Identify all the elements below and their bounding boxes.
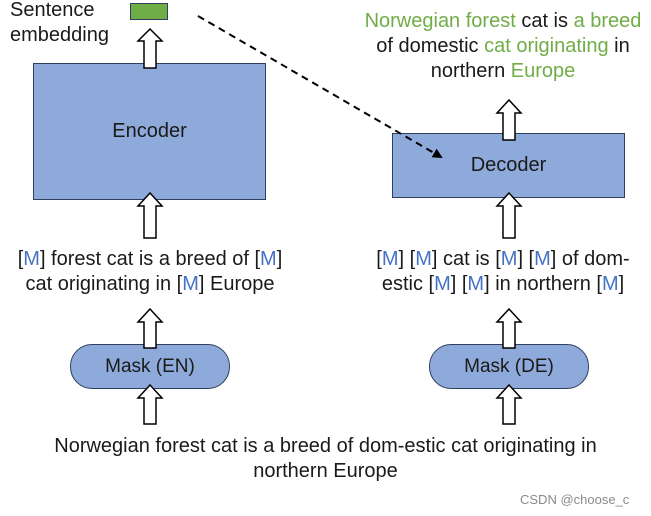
sentence-embedding-line1: Sentence bbox=[10, 0, 95, 21]
predicted-token: a breed bbox=[573, 10, 642, 32]
masked-de-line2: estic [M] [M] in northern [M] bbox=[355, 272, 651, 297]
mask-token: M bbox=[381, 248, 399, 270]
mask-token: M bbox=[23, 248, 40, 270]
text-segment: ] cat is [ bbox=[431, 248, 501, 270]
text-segment: ] [ bbox=[450, 273, 468, 295]
predicted-token: Norwegian forest bbox=[364, 10, 516, 32]
masked-en-sentence: [M] forest cat is a breed of [M] cat ori… bbox=[0, 247, 300, 297]
mask-token: M bbox=[534, 248, 551, 270]
mask-token: M bbox=[182, 273, 199, 295]
text-segment: ] forest cat is a breed of [ bbox=[39, 248, 261, 270]
masked-en-line1: [M] forest cat is a breed of [M] bbox=[0, 247, 300, 272]
mask-token: M bbox=[260, 248, 277, 270]
text-segment: of domestic bbox=[376, 35, 485, 57]
predicted-token: Europe bbox=[510, 60, 576, 82]
arrow-up-icon bbox=[136, 191, 164, 239]
decoder-block: Decoder bbox=[392, 133, 625, 198]
arrow-up-icon bbox=[495, 191, 523, 239]
arrow-up-icon bbox=[495, 307, 523, 349]
arrow-up-icon bbox=[136, 307, 164, 349]
input-sentence-line1: Norwegian forest cat is a breed of dom-e… bbox=[54, 435, 597, 457]
arrow-up-icon bbox=[136, 383, 164, 425]
text-segment: ] [ bbox=[517, 248, 535, 270]
text-segment: cat is bbox=[515, 10, 574, 32]
masked-de-sentence: [M] [M] cat is [M] [M] of dom- estic [M]… bbox=[355, 247, 651, 297]
sentence-embedding-line2: embedding bbox=[10, 24, 109, 46]
mask-de-label: Mask (DE) bbox=[464, 355, 554, 377]
text-segment: ] bbox=[276, 248, 283, 270]
watermark: CSDN @choose_c bbox=[520, 492, 630, 507]
text-segment: ] Europe bbox=[198, 273, 275, 295]
decoded-sentence-line2: of domestic cat originating in bbox=[355, 34, 651, 59]
decoded-sentence-line3: northern Europe bbox=[355, 59, 651, 84]
decoded-sentence-line1: Norwegian forest cat is a breed bbox=[355, 9, 651, 34]
sentence-embedding-vector bbox=[130, 3, 168, 20]
text-segment: ] of dom- bbox=[550, 248, 630, 270]
predicted-token: cat originating bbox=[484, 35, 609, 57]
masked-de-line1: [M] [M] cat is [M] [M] of dom- bbox=[355, 247, 651, 272]
mask-en-label: Mask (EN) bbox=[105, 355, 195, 377]
mask-token: M bbox=[467, 273, 485, 295]
decoded-sentence: Norwegian forest cat is a breed of domes… bbox=[355, 9, 651, 84]
mask-token: M bbox=[601, 273, 619, 295]
text-segment: estic [ bbox=[381, 273, 435, 295]
sentence-embedding-label: Sentence embedding bbox=[10, 0, 109, 48]
text-segment: ] bbox=[618, 273, 625, 295]
text-segment: in bbox=[608, 35, 630, 57]
decoder-label: Decoder bbox=[470, 154, 547, 176]
text-segment: ] in northern [ bbox=[484, 273, 602, 295]
input-sentence: Norwegian forest cat is a breed of dom-e… bbox=[0, 434, 651, 484]
mask-de-block: Mask (DE) bbox=[429, 344, 589, 389]
text-segment: northern bbox=[430, 60, 511, 82]
arrow-up-icon bbox=[495, 383, 523, 425]
text-segment: ] [ bbox=[398, 248, 416, 270]
mask-token: M bbox=[500, 248, 518, 270]
arrow-up-icon bbox=[136, 27, 164, 69]
encoder-label: Encoder bbox=[112, 120, 187, 142]
text-segment: [ bbox=[17, 248, 24, 270]
mask-token: M bbox=[415, 248, 432, 270]
embedding-to-decoder-dashed-arrow bbox=[197, 15, 443, 159]
arrow-up-icon bbox=[495, 98, 523, 141]
mask-token: M bbox=[434, 273, 451, 295]
text-segment: cat originating in [ bbox=[25, 273, 183, 295]
text-segment: [ bbox=[376, 248, 382, 270]
input-sentence-line2: northern Europe bbox=[253, 460, 398, 482]
masked-en-line2: cat originating in [M] Europe bbox=[0, 272, 300, 297]
